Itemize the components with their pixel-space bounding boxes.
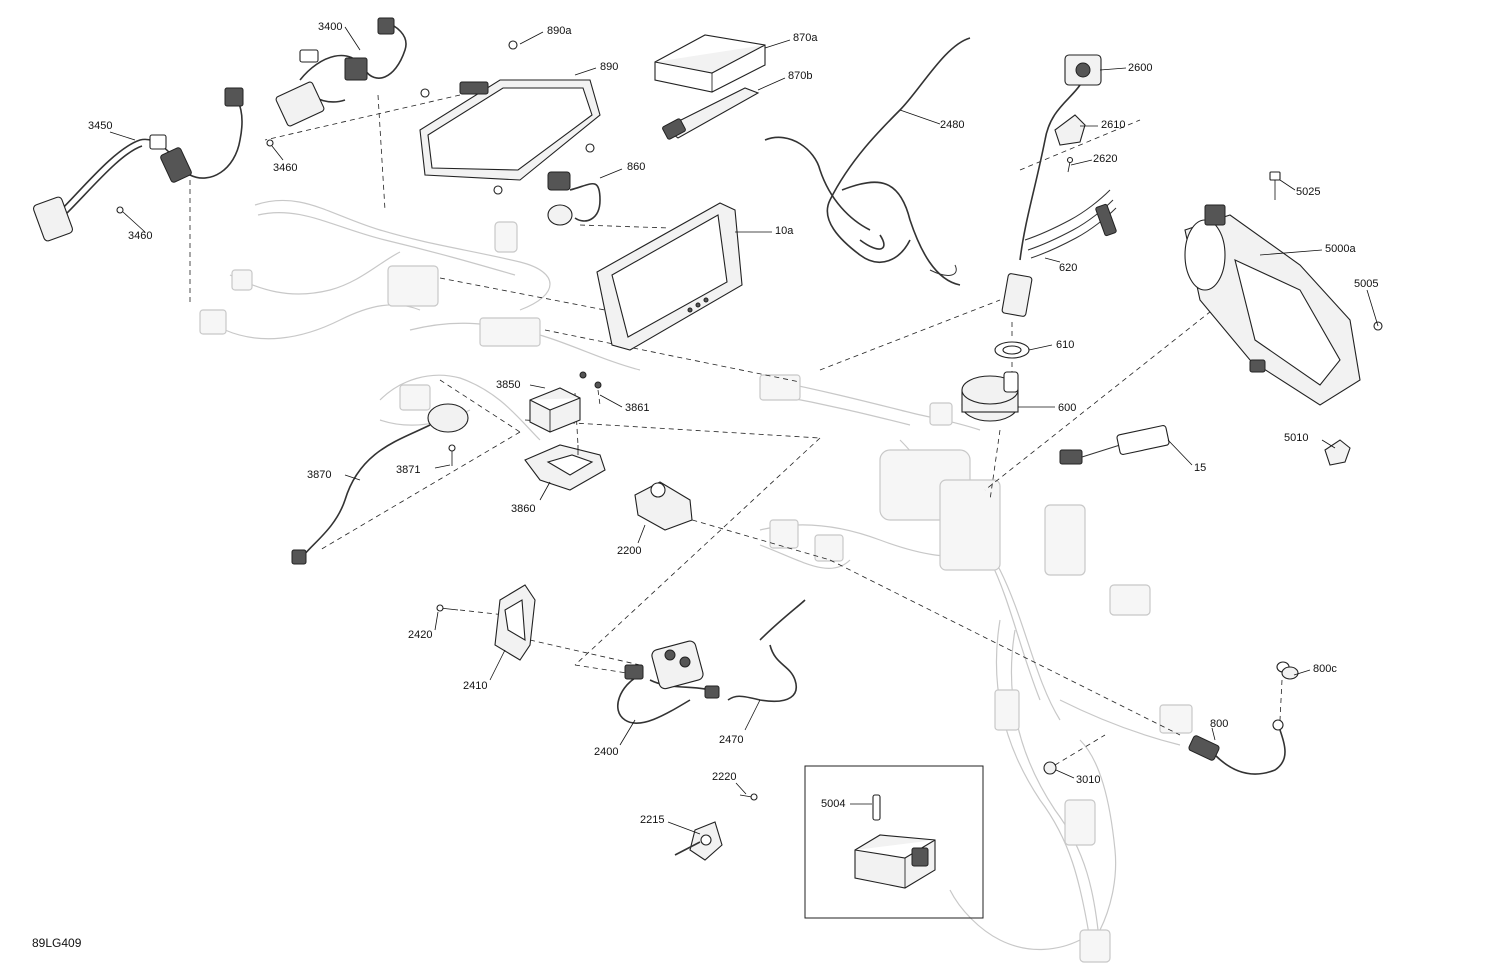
callout-2470: 2470	[719, 734, 743, 746]
part-800-sensor-harness[interactable]	[1188, 719, 1286, 775]
callout-5000a: 5000a	[1325, 243, 1356, 255]
part-3871-screw	[448, 444, 456, 466]
callout-3870: 3870	[307, 469, 331, 481]
callout-2400: 2400	[594, 746, 618, 758]
callout-800c: 800c	[1313, 663, 1337, 675]
callout-3010: 3010	[1076, 774, 1100, 786]
part-3010-nut	[1043, 761, 1057, 775]
assembly-dashed-lines	[189, 94, 1283, 766]
part-870a-pad[interactable]	[654, 34, 766, 93]
callout-610: 610	[1056, 339, 1074, 351]
callout-2200: 2200	[617, 545, 641, 557]
callout-10a: 10a	[775, 225, 794, 237]
part-3450-harness[interactable]	[32, 87, 244, 242]
callout-800: 800	[1210, 718, 1228, 730]
callout-leader-lines	[109, 26, 1379, 835]
part-2610-bracket[interactable]	[1054, 114, 1086, 146]
part-2420-screw	[436, 604, 459, 612]
callout-3861: 3861	[625, 402, 649, 414]
part-3860-bracket[interactable]	[524, 444, 606, 491]
callout-15: 15	[1194, 462, 1206, 474]
callout-870a: 870a	[793, 32, 818, 44]
callout-890: 890	[600, 61, 618, 73]
callout-5010: 5010	[1284, 432, 1308, 444]
part-2200-sensor[interactable]	[634, 481, 693, 531]
part-2600-outlet[interactable]	[1019, 54, 1102, 261]
callout-5005: 5005	[1354, 278, 1378, 290]
part-3400-switch-harness[interactable]	[275, 17, 407, 127]
part-5010-clip[interactable]	[1324, 439, 1351, 466]
callout-2610: 2610	[1101, 119, 1125, 131]
callout-2220: 2220	[712, 771, 736, 783]
part-3850-relay[interactable]	[529, 387, 581, 433]
part-switch-block-inset[interactable]	[854, 834, 936, 889]
callout-2410: 2410	[463, 680, 487, 692]
part-800c-cap[interactable]	[1276, 661, 1299, 680]
callout-2480: 2480	[940, 119, 964, 131]
ghost-main-harness	[199, 199, 1193, 963]
callout-2420: 2420	[408, 629, 432, 641]
callout-3450: 3450	[88, 120, 112, 132]
callout-3460-left: 3460	[128, 230, 152, 242]
part-10a-display[interactable]	[596, 202, 743, 351]
callout-3400: 3400	[318, 21, 342, 33]
part-610-nut[interactable]	[994, 341, 1030, 359]
part-3861-screw	[579, 371, 602, 389]
callout-620: 620	[1059, 262, 1077, 274]
callout-890a: 890a	[547, 25, 572, 37]
part-2480-cable[interactable]	[764, 37, 971, 286]
part-3870-sensor[interactable]	[291, 403, 469, 565]
callout-2215: 2215	[640, 814, 664, 826]
part-890-module[interactable]	[419, 40, 601, 195]
callout-labels: 3400 890a 890 870a 870b 2600 2610 2620 2…	[32, 21, 1378, 950]
part-620-coil-cable[interactable]	[1001, 189, 1117, 317]
part-2220-screw	[739, 793, 758, 801]
callout-5025: 5025	[1296, 186, 1320, 198]
part-860-socket[interactable]	[547, 171, 601, 226]
part-5025-bolt	[1269, 171, 1281, 200]
callout-5004: 5004	[821, 798, 845, 810]
callout-600: 600	[1058, 402, 1076, 414]
part-2400-switch[interactable]	[616, 640, 720, 725]
callout-2620: 2620	[1093, 153, 1117, 165]
part-870b-tie[interactable]	[662, 87, 760, 140]
part-2410-cover[interactable]	[494, 584, 536, 661]
part-5000a-actuator[interactable]	[1184, 204, 1361, 406]
diagram-code: 89LG409	[32, 936, 82, 950]
part-5004-pin[interactable]	[872, 794, 881, 821]
part-600-socket[interactable]	[961, 371, 1019, 422]
part-2470-hose[interactable]	[727, 599, 806, 702]
part-2215-stud[interactable]	[674, 821, 723, 861]
callout-3850: 3850	[496, 379, 520, 391]
callout-870b: 870b	[788, 70, 812, 82]
callout-3871: 3871	[396, 464, 420, 476]
part-2620-screw	[1066, 156, 1074, 173]
callout-860: 860	[627, 161, 645, 173]
callout-3860: 3860	[511, 503, 535, 515]
part-15-jumper[interactable]	[1059, 425, 1170, 465]
callout-2600: 2600	[1128, 62, 1152, 74]
part-3460-screw-left	[116, 206, 146, 233]
inset-box	[804, 765, 984, 919]
callout-3460-top: 3460	[273, 162, 297, 174]
part-3460-screw-top	[266, 139, 284, 161]
